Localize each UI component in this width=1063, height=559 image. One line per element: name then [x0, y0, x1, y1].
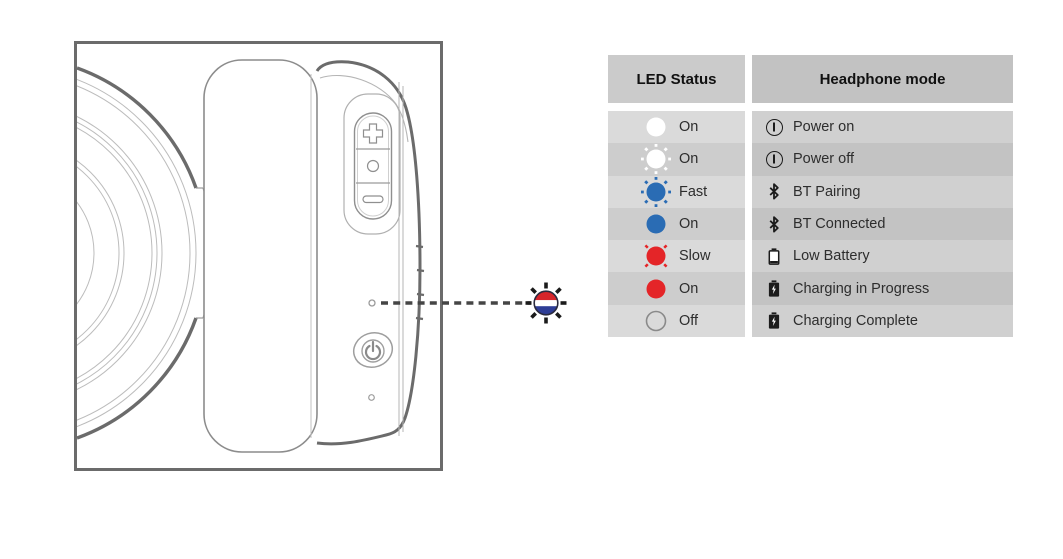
headphone-mode-label: BT Connected	[793, 216, 886, 233]
led-status-cell: Off	[608, 304, 745, 338]
bluetooth-icon	[765, 183, 783, 200]
led-status-label: On	[679, 280, 699, 297]
headphone-mode-header: Headphone mode	[752, 55, 1013, 103]
headphone-mode-cell: Charging in Progress	[752, 272, 1013, 305]
ear-cup-outline	[77, 66, 198, 440]
battery-charging-icon	[765, 280, 783, 297]
column-gap	[745, 272, 752, 305]
headband-slider	[203, 59, 318, 453]
header-gap	[608, 103, 1013, 111]
volume-center-icon	[366, 159, 380, 173]
column-gap	[745, 143, 752, 176]
led-status-cell: On	[608, 272, 745, 305]
led-status-label: On	[679, 119, 699, 136]
led-status-header: LED Status	[608, 55, 745, 103]
led-status-cell: Fast	[608, 175, 745, 208]
column-gap	[745, 55, 752, 103]
headphone-mode-label: Power on	[793, 119, 855, 136]
volume-plus-icon	[362, 123, 384, 144]
cup-body-outline	[315, 60, 422, 446]
led-blink-indicator	[525, 282, 567, 324]
headphone-mode-label: Low Battery	[793, 248, 870, 265]
mic-hole	[368, 394, 375, 401]
ear-pad-rings	[77, 78, 197, 428]
battery-low-icon	[765, 248, 783, 265]
led-status-label: Fast	[679, 183, 708, 200]
led-status-label: On	[679, 151, 699, 168]
led-state-icon	[641, 176, 671, 207]
headphone-mode-label: Charging Complete	[793, 312, 918, 329]
bluetooth-icon	[765, 215, 783, 233]
headphone-mode-label: Charging in Progress	[793, 280, 930, 297]
led-status-cell: On	[608, 143, 745, 176]
power-icon	[765, 118, 783, 136]
column-gap	[745, 111, 752, 144]
headphone-mode-cell: Power on	[752, 111, 1013, 144]
led-status-label: Slow	[679, 248, 711, 265]
headphone-mode-cell: BT Connected	[752, 207, 1013, 241]
hinge-ticks	[415, 244, 425, 321]
headphone-mode-cell: Charging Complete	[752, 304, 1013, 338]
headphone-mode-cell: Low Battery	[752, 240, 1013, 273]
led-state-icon	[646, 117, 666, 137]
led-status-cell: On	[608, 207, 745, 241]
led-status-cell: On	[608, 111, 745, 144]
power-icon	[765, 150, 783, 168]
headphone-mode-label: Power off	[793, 151, 854, 168]
led-state-icon	[646, 279, 666, 299]
power-symbol-icon	[364, 340, 382, 361]
column-gap	[745, 304, 752, 338]
column-gap	[745, 240, 752, 273]
led-status-label: On	[679, 216, 699, 233]
column-gap	[745, 207, 752, 241]
battery-charging-icon	[765, 312, 783, 330]
led-status-label: Off	[679, 312, 699, 329]
led-state-icon	[641, 144, 671, 175]
volume-rocker-inner	[357, 115, 389, 217]
volume-panel	[343, 93, 401, 235]
led-state-icon	[644, 244, 668, 268]
headphone-mode-label: BT Pairing	[793, 183, 861, 200]
led-status-cell: Slow	[608, 240, 745, 273]
led-state-icon	[645, 310, 667, 332]
status-led	[368, 299, 376, 307]
headphone-mode-cell: BT Pairing	[752, 175, 1013, 208]
led-state-icon	[646, 214, 666, 234]
blink-rays	[525, 282, 567, 324]
power-button	[352, 331, 394, 369]
headphone-mode-cell: Power off	[752, 143, 1013, 176]
led-legend-table: LED Status Headphone mode On	[608, 55, 1013, 338]
volume-minus-icon	[362, 195, 384, 204]
column-gap	[745, 175, 752, 208]
